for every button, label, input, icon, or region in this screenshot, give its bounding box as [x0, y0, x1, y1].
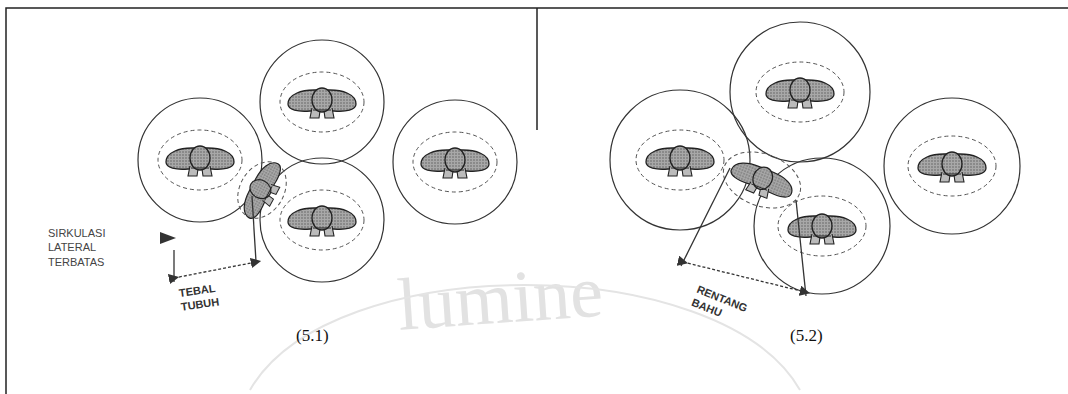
- figure-number: (5.2): [790, 326, 850, 346]
- figure-number: (5.1): [296, 326, 356, 346]
- diagram-5-1: [138, 40, 517, 282]
- diagram-5-2: [610, 22, 1020, 296]
- watermark: lumine: [395, 246, 719, 342]
- dimension-label: TEBAL TUBUH: [178, 277, 247, 315]
- callout-label: SIRKULASI LATERAL TERBATAS: [48, 226, 153, 269]
- dimension-label: RENTANG BAHU: [689, 282, 772, 338]
- frame: [6, 8, 1068, 394]
